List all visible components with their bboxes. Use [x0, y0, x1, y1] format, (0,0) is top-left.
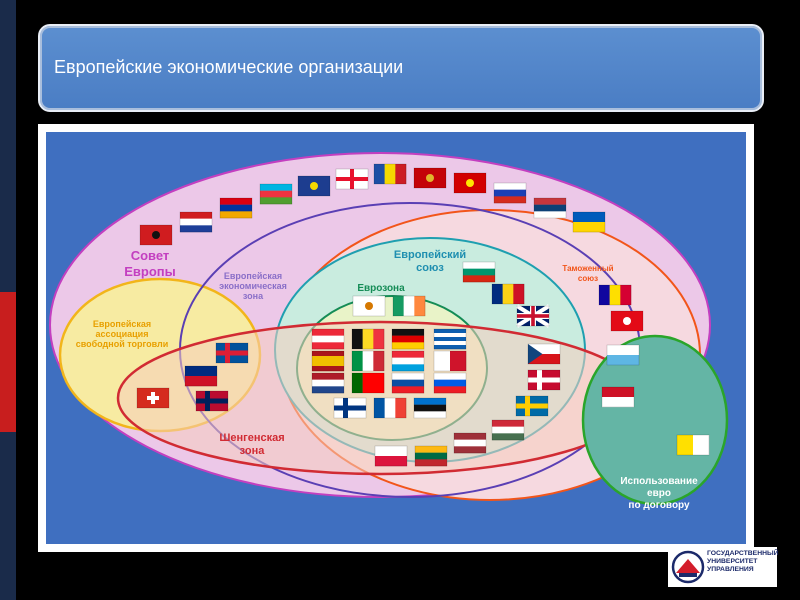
- flag-austria: [311, 328, 345, 350]
- flag-sweden: [515, 395, 549, 417]
- label-eurozone: Еврозона: [357, 283, 405, 294]
- label-council-of-europe-1: Совет: [131, 248, 170, 263]
- label-eea-1: Европейская: [224, 271, 282, 281]
- flag-belgium: [351, 328, 385, 350]
- flag-spain: [311, 350, 345, 372]
- flag-san-marino: [606, 344, 640, 366]
- flag-poland: [374, 445, 408, 467]
- flag-azerbaijan: [259, 183, 293, 205]
- flag-bulgaria: [462, 261, 496, 283]
- flag-italy: [351, 350, 385, 372]
- flag-luxembourg: [391, 350, 425, 372]
- flag-vatican: [676, 434, 710, 456]
- flag-liechtenstein: [184, 365, 218, 387]
- label-schengen-2: зона: [240, 445, 266, 457]
- venn-diagram: Совет Европы Европейская ассоциация своб…: [49, 152, 729, 511]
- label-euro-agreement-2: евро: [647, 488, 671, 499]
- flag-andorra: [598, 284, 632, 306]
- label-customs-union-1: Таможенный: [562, 264, 613, 273]
- label-schengen-1: Шенгенская: [219, 432, 284, 444]
- flag-monaco: [601, 386, 635, 408]
- flag-france: [373, 397, 407, 419]
- flag-greece: [433, 328, 467, 350]
- university-name-line-1: ГОСУДАРСТВЕННЫЙ: [707, 550, 779, 557]
- flags-layer: [136, 163, 710, 467]
- label-euro-agreement-1: Использование: [620, 476, 698, 487]
- flag-turkey: [610, 310, 644, 332]
- flag-denmark: [527, 369, 561, 391]
- flag-netherlands: [311, 372, 345, 394]
- label-efta-1: Европейская: [93, 319, 151, 329]
- flag-slovenia: [433, 372, 467, 394]
- university-name-line-3: УПРАВЛЕНИЯ: [707, 566, 754, 574]
- left-stripe-red: [0, 292, 16, 432]
- flag-uk: [515, 304, 551, 328]
- title-bar: [38, 24, 764, 112]
- university-emblem-icon: [671, 550, 705, 584]
- flag-hungary: [491, 419, 525, 441]
- flag-ireland: [392, 295, 426, 317]
- university-name-line-2: УНИВЕРСИТЕТ: [707, 558, 758, 566]
- flag-bosnia: [297, 175, 331, 197]
- label-council-of-europe-2: Европы: [124, 264, 176, 279]
- flag-albania: [139, 224, 173, 246]
- flag-croatia: [179, 211, 213, 233]
- flag-latvia: [453, 432, 487, 454]
- euro-agreement-ellipse: [581, 334, 729, 506]
- flag-macedonia: [453, 172, 487, 194]
- label-customs-union-2: союз: [578, 274, 598, 283]
- label-eea-3: зона: [243, 291, 264, 301]
- flag-slovakia: [391, 372, 425, 394]
- flag-ukraine: [572, 211, 606, 233]
- flag-cyprus: [352, 295, 386, 317]
- university-name: ГОСУДАРСТВЕННЫЙ УНИВЕРСИТЕТ УПРАВЛЕНИЯ: [707, 550, 779, 575]
- left-stripe: [0, 0, 16, 600]
- flag-estonia: [413, 397, 447, 419]
- flag-malta: [433, 350, 467, 372]
- label-euro-agreement-3: по договору: [628, 500, 690, 511]
- flag-armenia: [219, 197, 253, 219]
- flag-czech: [527, 343, 561, 365]
- flag-finland: [333, 397, 367, 419]
- flag-germany: [391, 328, 425, 350]
- label-eea-2: экономическая: [219, 281, 287, 291]
- label-efta-2: ассоциация: [96, 329, 149, 339]
- flag-serbia: [533, 197, 567, 219]
- flag-russia: [493, 182, 527, 204]
- flag-montenegro: [413, 167, 447, 189]
- label-eu-1: Европейский: [394, 249, 466, 261]
- flag-georgia: [335, 168, 369, 190]
- label-eu-2: союз: [416, 262, 444, 274]
- flag-norway: [195, 390, 229, 412]
- flag-moldova: [373, 163, 407, 185]
- page-title: Европейские экономические организации: [54, 57, 404, 77]
- flag-switzerland: [136, 387, 170, 409]
- flag-lithuania: [414, 445, 448, 467]
- flag-portugal: [351, 372, 385, 394]
- university-logo: [668, 547, 777, 587]
- flag-romania: [491, 283, 525, 305]
- label-efta-3: свободной торговли: [76, 339, 169, 349]
- flag-iceland: [215, 342, 249, 364]
